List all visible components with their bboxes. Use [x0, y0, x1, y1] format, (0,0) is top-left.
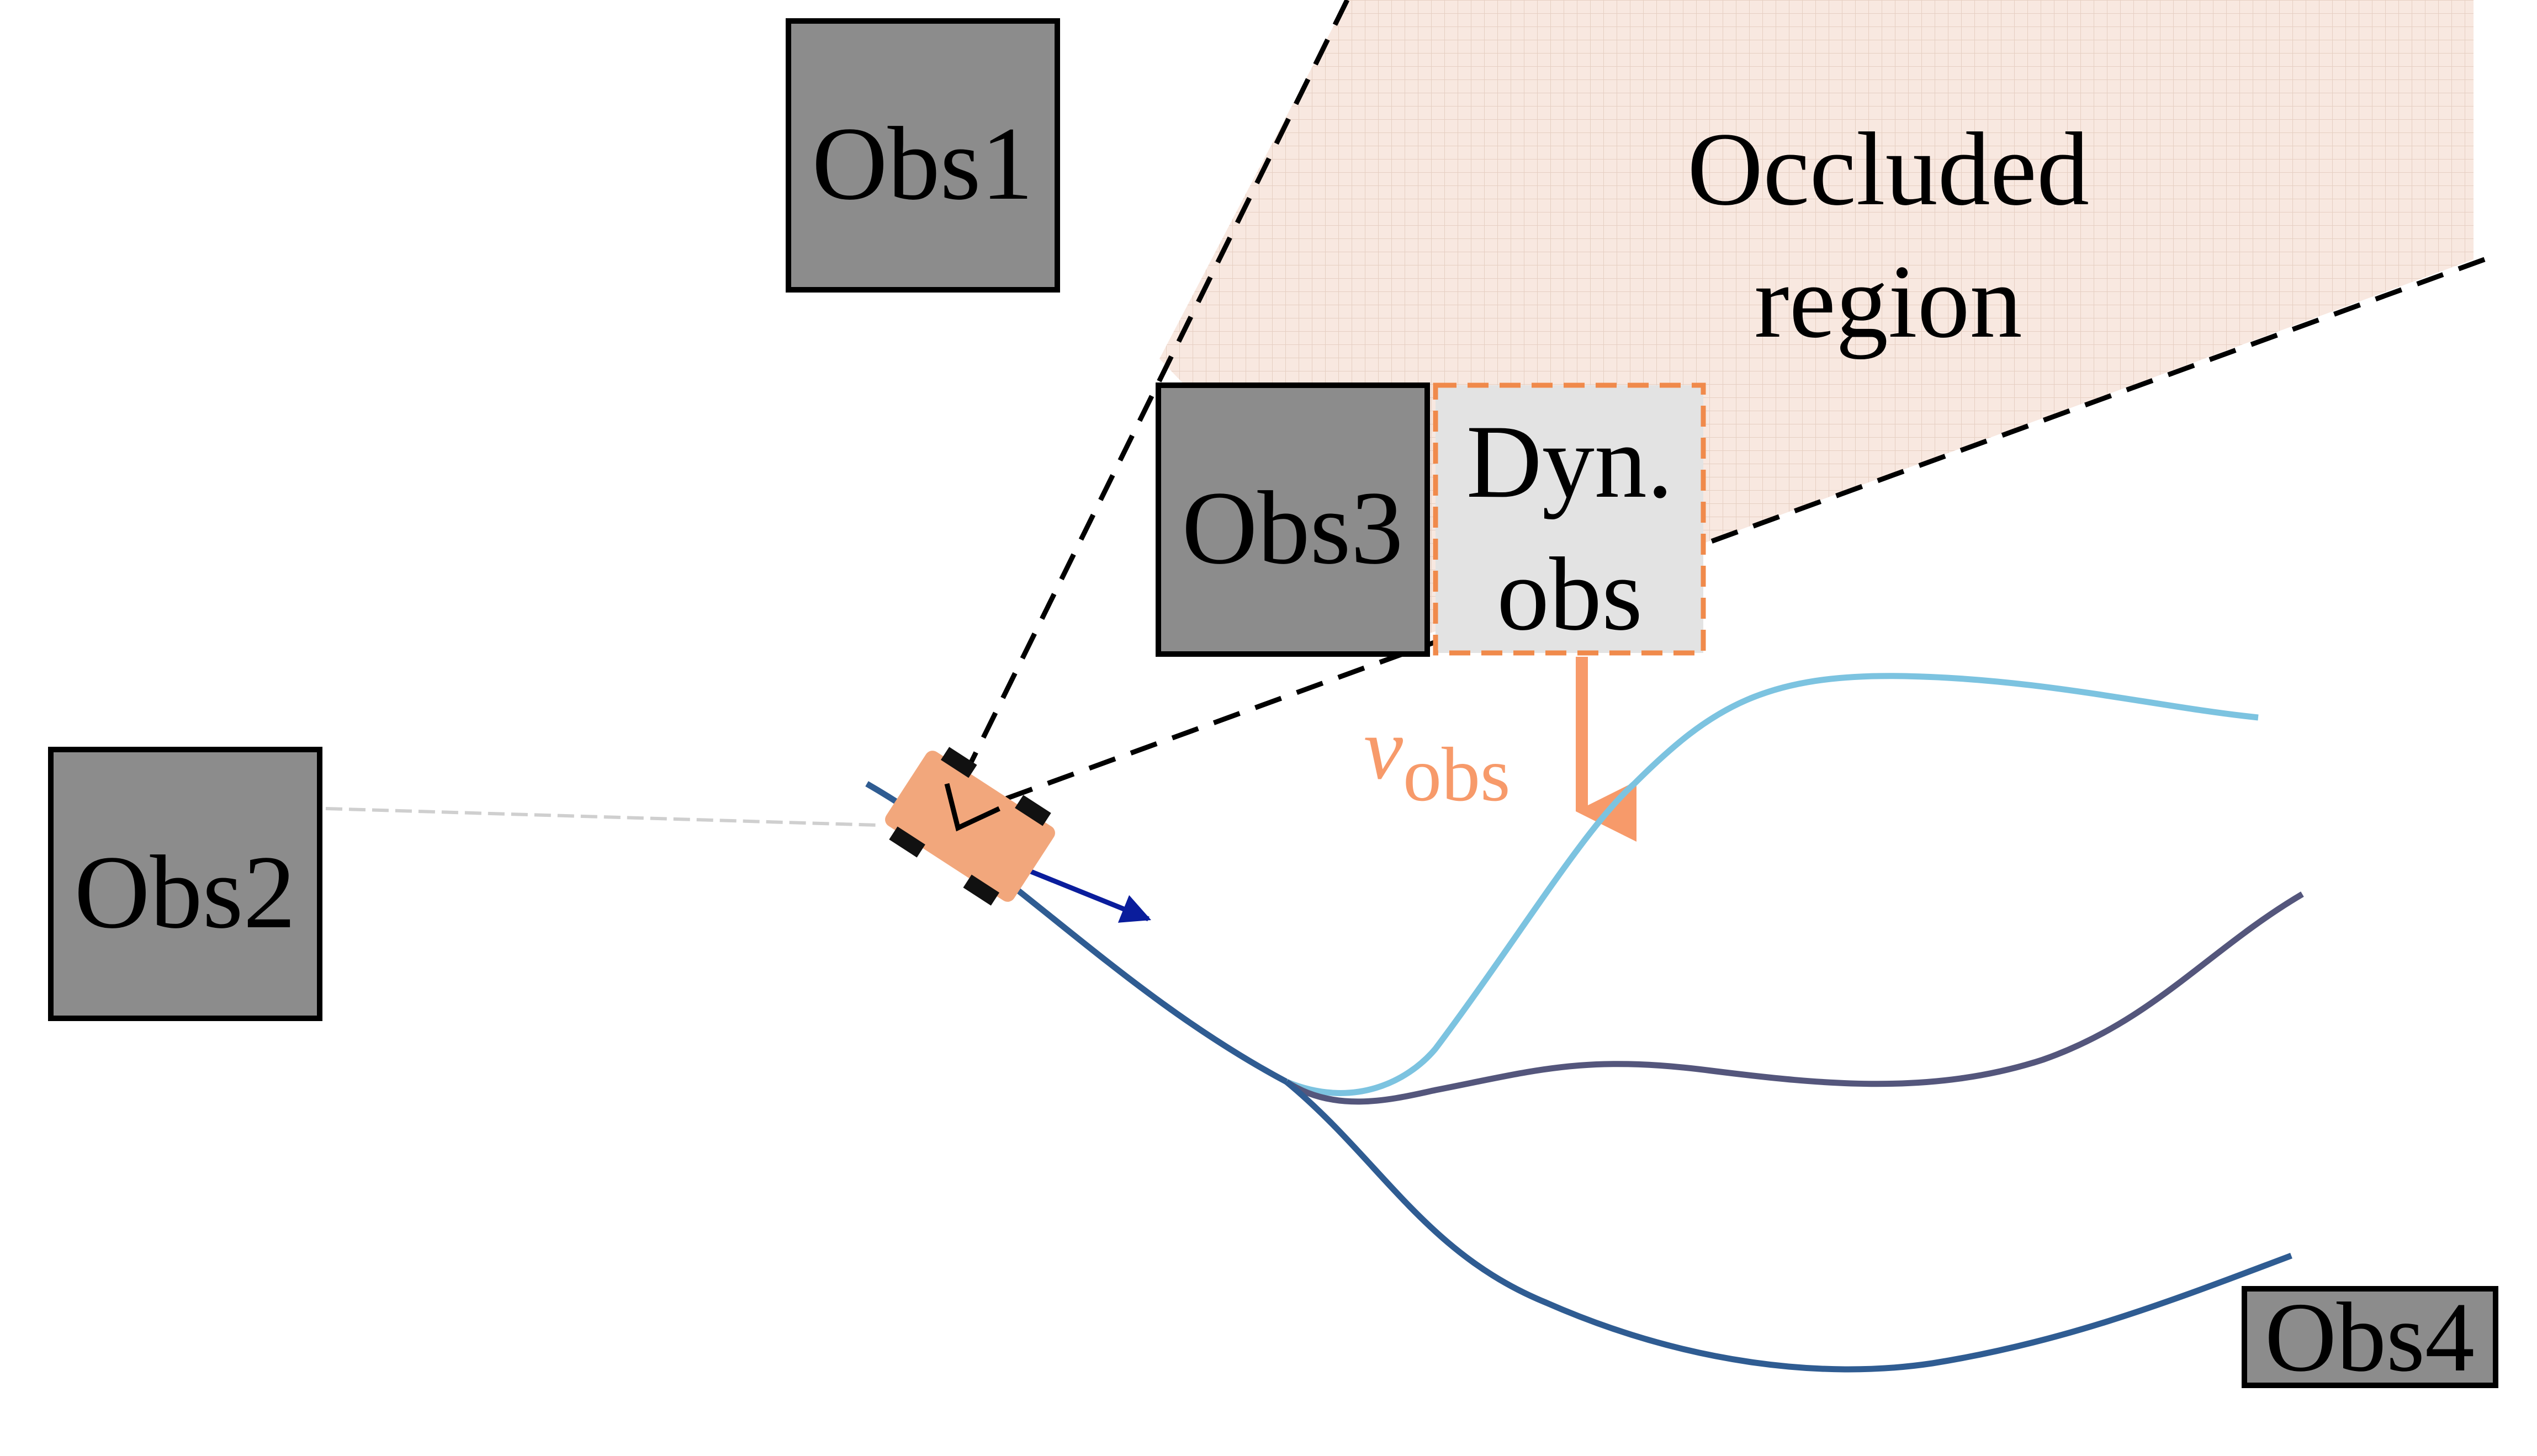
past-trajectory [325, 807, 878, 827]
velocity-label: vobs [1364, 699, 1511, 817]
obstacle-obs3: Obs3 [1156, 382, 1430, 657]
dynamic-obstacle-label-line1: Dyn. [1466, 404, 1673, 520]
obstacle-obs4: Obs4 [2242, 1282, 2498, 1392]
dynamic-obstacle: Dyn. obs [1433, 382, 1706, 656]
trajectory-purple [1284, 891, 2304, 1105]
dynamic-obstacle-label-line2: obs [1497, 536, 1643, 652]
obstacle-obs2: Obs2 [48, 747, 322, 1021]
obs4-label: Obs4 [2265, 1282, 2475, 1392]
occluded-label-line1: Occluded [1687, 111, 2089, 227]
obs2-label: Obs2 [74, 835, 295, 950]
obstacle-obs1: Obs1 [786, 18, 1060, 293]
fov-boundary-upper [947, 0, 1350, 807]
occluded-label-line2: region [1754, 244, 2022, 360]
fov-apex-marker [944, 783, 1000, 832]
occluded-region-label: Occluded region [1687, 111, 2089, 360]
obs1-label: Obs1 [812, 106, 1033, 222]
car-icon [885, 747, 1055, 906]
obs3-label: Obs3 [1182, 470, 1403, 586]
trajectory-dark-blue [1284, 1079, 2292, 1373]
trajectory-light-blue [1285, 673, 2259, 1096]
